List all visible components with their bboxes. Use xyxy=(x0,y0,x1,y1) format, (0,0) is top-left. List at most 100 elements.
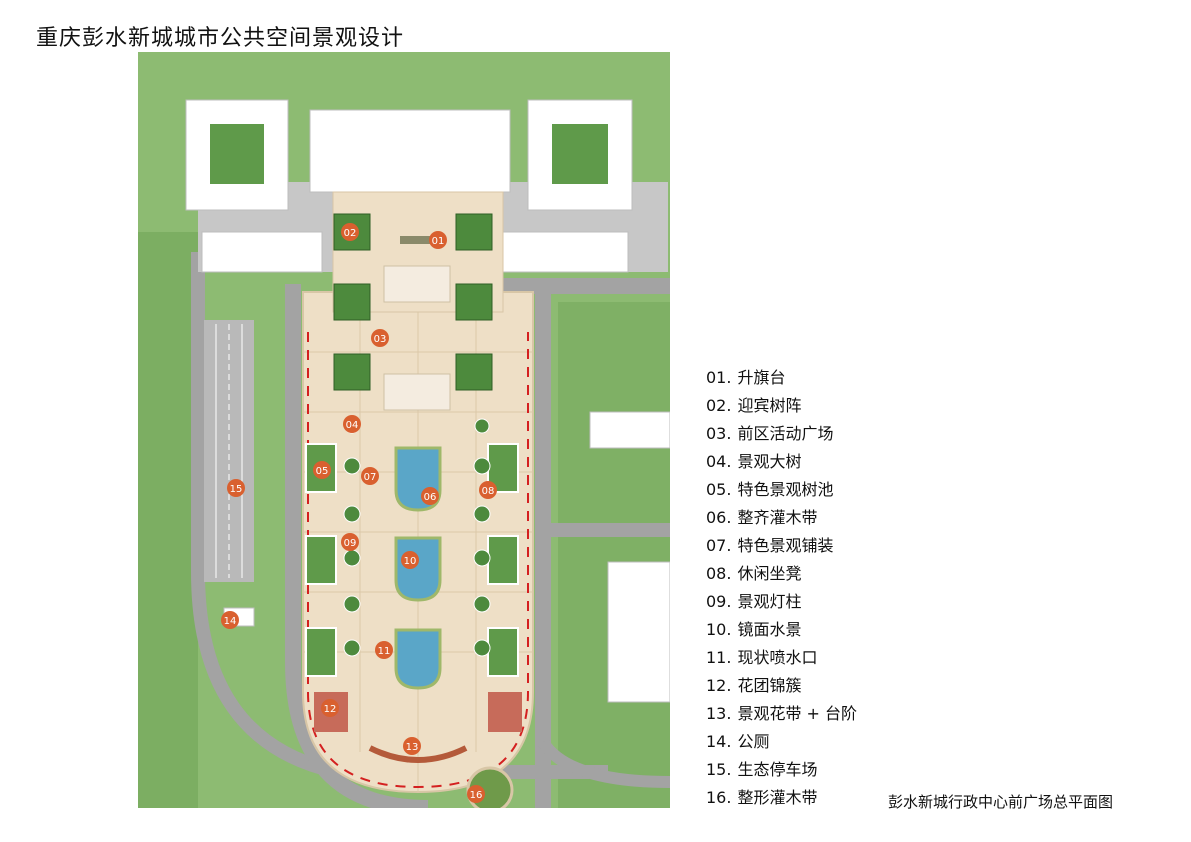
building-east-b xyxy=(607,561,670,703)
marker-04: 04 xyxy=(343,415,361,433)
legend-item: 13. 景观花带 + 台阶 xyxy=(706,700,863,728)
legend-item: 08. 休闲坐凳 xyxy=(706,560,863,588)
marker-08-text: 08 xyxy=(482,486,495,497)
marker-07: 07 xyxy=(361,467,379,485)
marker-13-text: 13 xyxy=(406,742,419,753)
legend-label: 景观花带 + 台阶 xyxy=(737,704,858,723)
legend-num: 06. xyxy=(706,508,732,527)
marker-07-text: 07 xyxy=(364,472,377,483)
legend-list: 01. 升旗台 02.迎宾树阵 03. 前区活动广场 04. 景观大树 05. 特色景观… xyxy=(706,364,863,812)
marker-12: 12 xyxy=(321,699,339,717)
legend-item: 16. 整形灌木带 xyxy=(706,784,863,812)
marker-03-text: 03 xyxy=(374,334,387,345)
legend-label: 景观大树 xyxy=(737,452,802,471)
legend-item: 01. 升旗台 xyxy=(706,364,863,392)
lawn-texture-right xyxy=(558,302,670,808)
building-center-block xyxy=(309,109,511,193)
site-plan-drawing: 02 01 03 04 05 07 06 08 15 09 10 14 11 1… xyxy=(138,52,670,808)
tree-array-group xyxy=(333,213,493,391)
lawn-texture-left xyxy=(138,232,198,808)
plan-markers: 02 01 03 04 05 07 06 08 15 09 10 14 11 1… xyxy=(221,223,497,803)
legend-item: 12. 花团锦簇 xyxy=(706,672,863,700)
legend-num: 09. xyxy=(706,592,732,611)
legend-num: 05. xyxy=(706,480,732,499)
legend-item: 11. 现状喷水口 xyxy=(706,644,863,672)
marker-02: 02 xyxy=(341,223,359,241)
legend-label: 镜面水景 xyxy=(737,620,802,639)
marker-11-text: 11 xyxy=(378,646,391,657)
legend-num: 07. xyxy=(706,536,732,555)
red-boundary-line xyxy=(307,332,529,789)
marker-06-text: 06 xyxy=(424,492,437,503)
legend-item: 03. 前区活动广场 xyxy=(706,420,863,448)
parking-stalls xyxy=(215,324,243,578)
marker-15: 15 xyxy=(227,479,245,497)
marker-15-text: 15 xyxy=(230,484,243,495)
legend-label: 休闲坐凳 xyxy=(737,564,802,583)
legend-item: 05. 特色景观树池 xyxy=(706,476,863,504)
mirror-water-features xyxy=(394,446,442,690)
building-wing-left xyxy=(201,231,323,273)
page-title: 重庆彭水新城城市公共空间景观设计 xyxy=(36,26,405,51)
legend-item: 15.生态停车场 xyxy=(706,756,863,784)
entrance-steps xyxy=(383,265,451,303)
marker-16-text: 16 xyxy=(470,790,483,801)
legend-item: 14. 公厕 xyxy=(706,728,863,756)
building-left-courtyard xyxy=(210,124,264,184)
legend-label: 花团锦簇 xyxy=(737,676,802,695)
legend-num: 08. xyxy=(706,564,732,583)
legend-num: 12. xyxy=(706,676,732,695)
legend-item: 02.迎宾树阵 xyxy=(706,392,863,420)
legend-num: 15. xyxy=(706,760,732,779)
marker-14-text: 14 xyxy=(224,616,237,627)
road-main-ring xyxy=(285,284,429,808)
marker-08: 08 xyxy=(479,481,497,499)
plan-caption: 彭水新城行政中心前广场总平面图 xyxy=(888,793,1114,811)
marker-01-text: 01 xyxy=(432,236,445,247)
marker-05: 05 xyxy=(313,461,331,479)
flower-belt xyxy=(368,745,468,763)
legend-label: 现状喷水口 xyxy=(737,648,818,667)
marker-12-text: 12 xyxy=(324,704,337,715)
flower-cluster-right xyxy=(488,692,522,732)
marker-13: 13 xyxy=(403,737,421,755)
legend-label: 整齐灌木带 xyxy=(737,508,818,527)
legend-label: 前区活动广场 xyxy=(737,424,834,443)
legend-label: 升旗台 xyxy=(737,368,786,387)
building-east-a xyxy=(589,411,670,449)
legend-item: 10. 镜面水景 xyxy=(706,616,863,644)
marker-14: 14 xyxy=(221,611,239,629)
marker-10-text: 10 xyxy=(404,556,417,567)
site-plan: 02 01 03 04 05 07 06 08 15 09 10 14 11 1… xyxy=(138,52,670,808)
legend-label: 特色景观树池 xyxy=(737,480,834,499)
legend-num: 13. xyxy=(706,704,732,723)
entrance-steps-lower xyxy=(383,373,451,411)
legend-num: 16. xyxy=(706,788,732,807)
marker-10: 10 xyxy=(401,551,419,569)
marker-04-text: 04 xyxy=(346,420,359,431)
legend-item: 04. 景观大树 xyxy=(706,448,863,476)
legend-label: 迎宾树阵 xyxy=(737,396,802,415)
legend-num: 04. xyxy=(706,452,732,471)
legend-label: 公厕 xyxy=(737,732,770,751)
legend-item: 07.特色景观铺装 xyxy=(706,532,863,560)
flag-platform xyxy=(400,236,430,244)
marker-09: 09 xyxy=(341,533,359,551)
legend-num: 10. xyxy=(706,620,732,639)
marker-02-text: 02 xyxy=(344,228,357,239)
road-lower-right xyxy=(537,738,670,788)
marker-01: 01 xyxy=(429,231,447,249)
legend-num: 11. xyxy=(706,648,732,667)
legend-item: 09. 景观灯柱 xyxy=(706,588,863,616)
legend-num: 14. xyxy=(706,732,732,751)
marker-16: 16 xyxy=(467,785,485,803)
building-wing-right xyxy=(497,231,629,273)
feature-trees xyxy=(343,418,491,657)
legend-label: 景观灯柱 xyxy=(737,592,802,611)
legend-num: 01. xyxy=(706,368,732,387)
legend-label: 整形灌木带 xyxy=(737,788,818,807)
legend-num: 03. xyxy=(706,424,732,443)
marker-11: 11 xyxy=(375,641,393,659)
marker-06: 06 xyxy=(421,487,439,505)
building-right-courtyard xyxy=(552,124,608,184)
